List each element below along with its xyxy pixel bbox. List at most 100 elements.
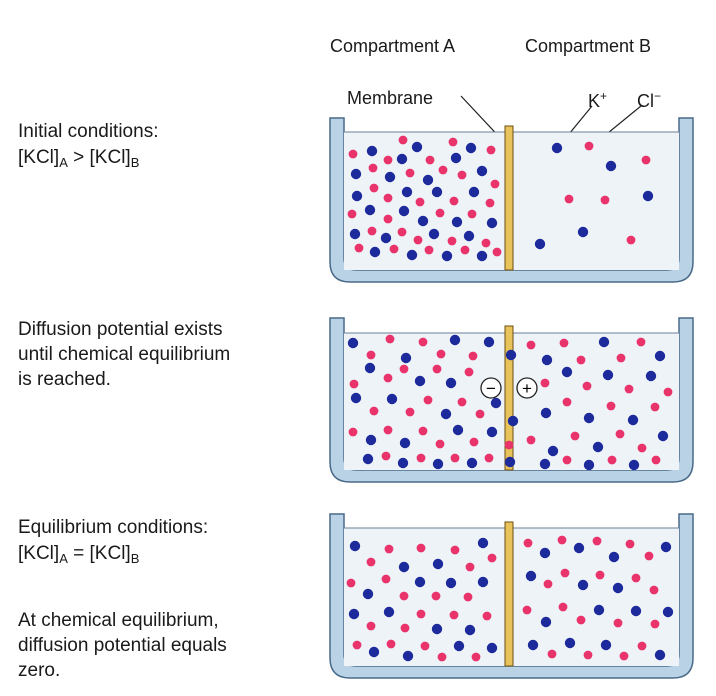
chloride-ion (383, 155, 393, 165)
chloride-ion (607, 455, 617, 465)
chloride-ion (485, 198, 495, 208)
chloride-ion (490, 179, 500, 189)
potassium-ion (592, 441, 604, 453)
potassium-ion (441, 250, 453, 262)
chloride-ion (484, 453, 494, 463)
membrane-initial (504, 125, 514, 271)
potassium-ion (422, 174, 434, 186)
potassium-ion (486, 642, 498, 654)
chloride-ion (547, 649, 557, 659)
chloride-ion (435, 439, 445, 449)
potassium-ion (449, 334, 461, 346)
chloride-ion (352, 640, 362, 650)
potassium-ion (400, 352, 412, 364)
negative-charge-sign: − (480, 377, 502, 399)
chloride-ion (492, 247, 502, 257)
chloride-ion (381, 574, 391, 584)
potassium-ion (368, 646, 380, 658)
potassium-ion (349, 228, 361, 240)
chloride-ion (460, 245, 470, 255)
chloride-ion (381, 451, 391, 461)
chloride-ion (562, 455, 572, 465)
potassium-ion (451, 216, 463, 228)
potassium-ion (504, 456, 516, 468)
chloride-ion (413, 235, 423, 245)
potassium-ion (452, 424, 464, 436)
chloride-ion (449, 610, 459, 620)
equilibrium-conditions-equation: [KCl]A = [KCl]B (18, 543, 140, 566)
svg-text:+: + (522, 379, 532, 398)
chloride-ion (366, 621, 376, 631)
chloride-ion (631, 573, 641, 583)
chloride-ion (450, 545, 460, 555)
potassium-ion (365, 434, 377, 446)
potassium-ion (464, 624, 476, 636)
diffusion-text-line-1: Diffusion potential exists (18, 319, 223, 340)
potassium-ion (450, 152, 462, 164)
equilibrium-note-line-3: zero. (18, 660, 61, 681)
chloride-ion (416, 609, 426, 619)
chloride-ion (385, 334, 395, 344)
chloride-ion (348, 427, 358, 437)
chloride-ion (600, 195, 610, 205)
chloride-ion (354, 243, 364, 253)
potassium-ion (432, 558, 444, 570)
potassium-ion (598, 336, 610, 348)
potassium-ion (414, 375, 426, 387)
potassium-ion (396, 153, 408, 165)
chloride-ion (346, 578, 356, 588)
chloride-ion (644, 551, 654, 561)
potassium-ion (612, 582, 624, 594)
potassium-ion (428, 228, 440, 240)
chloride-ion (369, 406, 379, 416)
potassium-ion (539, 547, 551, 559)
chloride-ion (349, 379, 359, 389)
equilibrium-tank (329, 513, 694, 679)
potassium-ion (417, 215, 429, 227)
chloride-ion (616, 353, 626, 363)
chloride-ion (559, 338, 569, 348)
chloride-ion (416, 453, 426, 463)
chloride-ion (584, 141, 594, 151)
chloride-label: Cl− (637, 89, 662, 111)
chloride-ion (487, 553, 497, 563)
chloride-ion (523, 538, 533, 548)
potassium-ion (654, 649, 666, 661)
chloride-ion (348, 149, 358, 159)
potassium-ion (411, 141, 423, 153)
potassium-ion (350, 392, 362, 404)
potassium-ion (660, 541, 672, 553)
potassium-ion (534, 238, 546, 250)
potassium-ion (540, 616, 552, 628)
chloride-ion (637, 443, 647, 453)
chloride-ion (418, 337, 428, 347)
chloride-ion (558, 602, 568, 612)
potassium-ion (600, 639, 612, 651)
potassium-label: K+ (588, 89, 608, 111)
potassium-ion (583, 412, 595, 424)
membrane-diffusion (504, 325, 514, 471)
chloride-ion (576, 355, 586, 365)
chloride-ion (486, 145, 496, 155)
potassium-ion (399, 437, 411, 449)
potassium-ion (349, 540, 361, 552)
potassium-ion (445, 577, 457, 589)
potassium-ion (362, 453, 374, 465)
chloride-ion (663, 387, 673, 397)
potassium-ion (383, 606, 395, 618)
chloride-ion (619, 651, 629, 661)
chloride-ion (651, 455, 661, 465)
chloride-ion (562, 397, 572, 407)
potassium-ion (401, 186, 413, 198)
chloride-ion (397, 227, 407, 237)
chloride-ion (650, 402, 660, 412)
chloride-ion (383, 425, 393, 435)
potassium-ion (384, 171, 396, 183)
chloride-ion (504, 440, 514, 450)
potassium-ion (364, 362, 376, 374)
potassium-ion (440, 408, 452, 420)
chloride-ion (369, 183, 379, 193)
potassium-ion (347, 337, 359, 349)
chloride-ion (383, 193, 393, 203)
chloride-ion (405, 407, 415, 417)
